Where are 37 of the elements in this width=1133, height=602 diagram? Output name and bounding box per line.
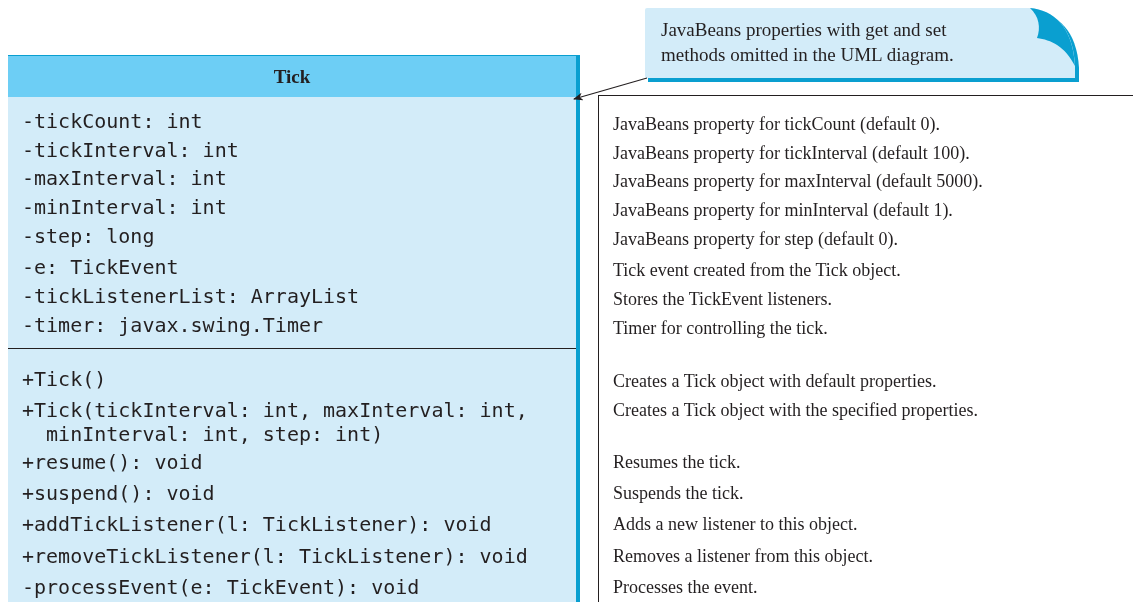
leader-arrow <box>573 77 648 101</box>
attribute-text: -e: TickEvent <box>22 255 180 279</box>
attribute-text: -timer: javax.swing.Timer <box>22 313 325 337</box>
property-description: Tick event created from the Tick object. <box>613 259 901 282</box>
method-signature: -processEvent(e: TickEvent): void <box>22 575 421 599</box>
class-box <box>8 55 580 602</box>
attributes-compartment <box>8 97 576 349</box>
property-description: JavaBeans property for minInterval (default 1). <box>613 199 953 222</box>
attribute-text: -tickListenerList: ArrayList <box>22 284 361 308</box>
property-description: Processes the event. <box>613 576 758 599</box>
property-description: JavaBeans property for maxInterval (default 5000). <box>613 170 983 193</box>
method-signature: +resume(): void <box>22 450 204 474</box>
property-description: Resumes the tick. <box>613 451 741 474</box>
property-description: JavaBeans property for step (default 0). <box>613 228 898 251</box>
note-text: JavaBeans properties with get and set methods omitted in the UML diagram. <box>661 18 955 67</box>
property-description: Adds a new listener to this object. <box>613 513 858 536</box>
attribute-text: -minInterval: int <box>22 195 228 219</box>
property-description: Removes a listener from this object. <box>613 545 873 568</box>
method-signature: +addTickListener(l: TickListener): void <box>22 512 493 536</box>
property-description: JavaBeans property for tickCount (default 0). <box>613 113 940 136</box>
attribute-text: -tickInterval: int <box>22 138 240 162</box>
method-signature: +Tick() <box>22 367 108 391</box>
note-callout <box>645 8 1079 82</box>
property-description: JavaBeans property for tickInterval (default 100). <box>613 142 970 165</box>
description-panel <box>598 95 1133 602</box>
property-description: Creates a Tick object with default properties. <box>613 370 937 393</box>
property-description: Creates a Tick object with the specified properties. <box>613 399 978 422</box>
method-signature: +suspend(): void <box>22 481 216 505</box>
method-signature: +removeTickListener(l: TickListener): void <box>22 544 529 568</box>
property-description: Suspends the tick. <box>613 482 744 505</box>
property-description: Stores the TickEvent listeners. <box>613 288 832 311</box>
attribute-text: -step: long <box>22 224 156 248</box>
attribute-text: -maxInterval: int <box>22 166 228 190</box>
class-name: Tick <box>8 56 576 98</box>
method-signature: +Tick(tickInterval: int, maxInterval: int, minInterval: int, step: int) <box>22 398 529 446</box>
property-description: Timer for controlling the tick. <box>613 317 828 340</box>
attribute-text: -tickCount: int <box>22 109 204 133</box>
